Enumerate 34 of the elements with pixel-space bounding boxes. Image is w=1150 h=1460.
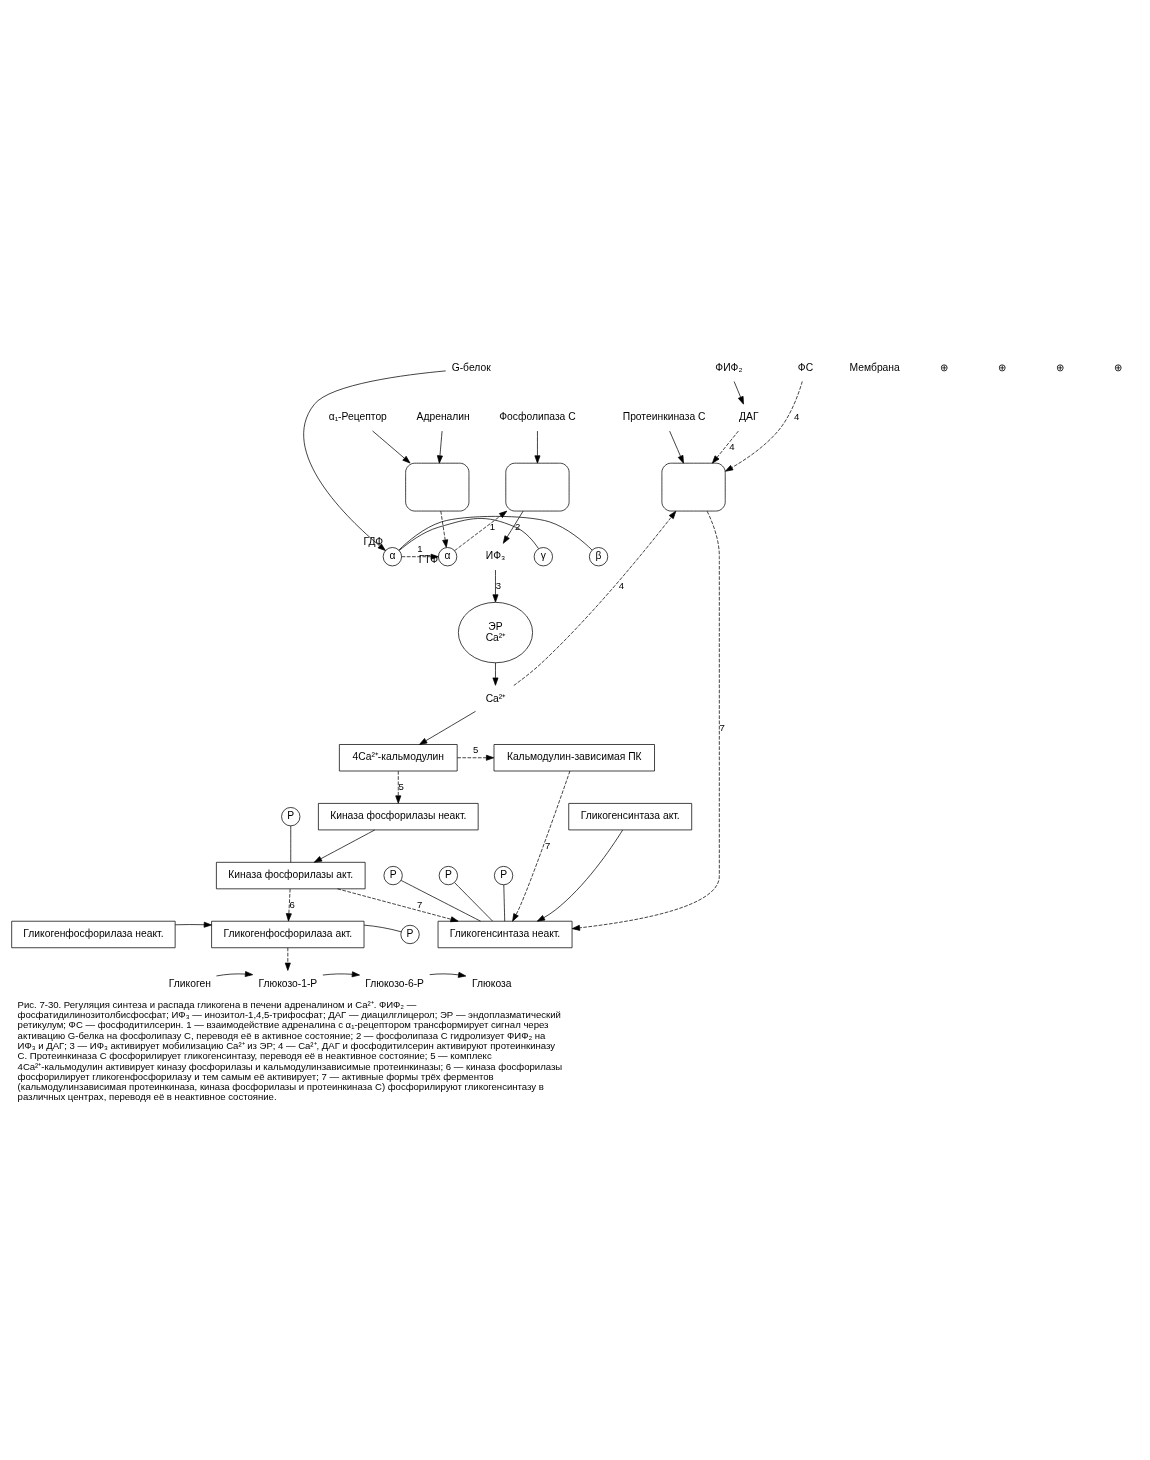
edge-label: 4 <box>618 579 625 591</box>
edge-label: 7 <box>416 898 423 910</box>
edge-label: 4 <box>729 439 735 451</box>
edge-label: 1 <box>417 542 423 554</box>
label: ⊕ <box>939 361 948 373</box>
node-label: ГДФ <box>363 535 383 547</box>
node-text: Глюкозо-6-Р <box>365 977 424 989</box>
node-text: ФИФ₂ <box>715 361 743 373</box>
node-text: Глюкоза <box>472 977 512 989</box>
edge-label: 5 <box>472 743 479 755</box>
node-text: Фосфолипаза С <box>499 410 576 422</box>
edge-label: 3 <box>495 579 502 591</box>
node-text: ФС <box>797 361 814 373</box>
node-text: Ca²⁺ <box>485 692 506 704</box>
edge-label: 5 <box>398 780 404 792</box>
edge-label: 4 <box>793 410 800 422</box>
label: ⊕ <box>1056 361 1065 373</box>
node-text: ИФ₃ <box>485 549 506 561</box>
edge-label: 7 <box>719 721 725 733</box>
node-text: G-белок <box>451 361 491 373</box>
node-text: α₁-Рецептор <box>328 410 387 422</box>
node-text: Протеинкиназа С <box>622 410 706 422</box>
label: Мембрана <box>849 361 900 373</box>
node-text: Адреналин <box>416 410 470 422</box>
node-text: ДАГ <box>739 410 759 422</box>
caption: Рис. 7-30. Регуляция синтеза и распада гликогена в печени адреналином и Ca²⁺. ФИФ₂ — фосфатидилинозитолбисфосфат; ИФ₃ — инозитол-1,4,5-трифосфат; ДАГ — диацилглицерол; ЭР — эндоплазматический ретикулум; ФС — фосфодитилсерин. 1 — взаимодействие адреналина с α₁-рецептором трансформирует сигнал через активацию G-белка на фосфолипазу С, переводя её в активное состояние; 2 — фосфолипаза С гидролизует ФИФ₂ на ИФ₃ и ДАГ; 3 — ИФ₃ активирует мобилизацию Ca²⁺ из ЭР; 4 — Ca²⁺, ДАГ и фосфодитилсерин активируют протеинкиназу С. Протеинкиназа С фосфорилирует гликогенсинтазу, переводя её в неактивное состояние; 5 — комплекс 4Ca²⁺-кальмодулин активирует киназу фосфорилазы и кальмодулинзависимые протеинкиназы; 6 — киназа фосфорилазы фосфорилирует гликогенфосфорилазу и тем самым её активирует; 7 — активные формы трёх ферментов (кальмодулинзависимая протеинкиназа, киназа фосфорилазы и протеинкиназа С) фосфорилируют гликогенсинтазу в различных центрах, переводя её в неактивное состояние. <box>17 998 563 1102</box>
edge-label: 2 <box>514 520 521 532</box>
node-text: Глюкозо-1-Р <box>258 977 318 989</box>
edge-label: 1 <box>489 520 496 532</box>
edge-label: 7 <box>545 839 551 851</box>
label: ⊕ <box>1114 361 1123 373</box>
edge-label: 6 <box>289 898 295 910</box>
node-text: Гликоген <box>168 977 211 989</box>
label: ⊕ <box>998 361 1007 373</box>
